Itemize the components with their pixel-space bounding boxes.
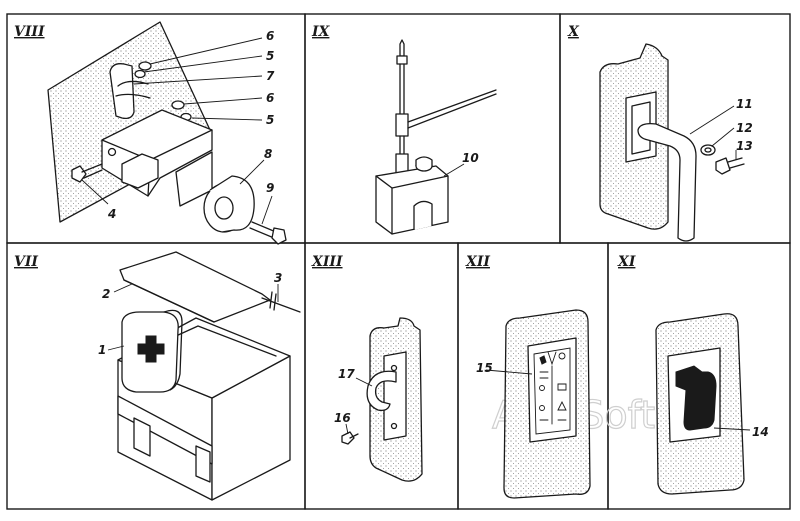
plate-symbol-v bbox=[547, 351, 557, 366]
callout-8: 8 bbox=[264, 147, 272, 161]
callout-6b: 6 bbox=[266, 91, 274, 105]
panel-xiii: XIII 17 16 bbox=[311, 254, 423, 482]
panel-viii: VIII 6 5 bbox=[14, 21, 287, 245]
callout-3: 3 bbox=[274, 271, 282, 285]
panel-vii: VII 2 3 1 bbox=[14, 251, 301, 501]
callout-16: 16 bbox=[334, 411, 351, 425]
callouts-viii: 6 5 7 6 5 8 9 4 bbox=[81, 29, 275, 225]
callout-11: 11 bbox=[736, 97, 753, 111]
panel-border-xi bbox=[607, 242, 791, 510]
callout-12: 12 bbox=[736, 121, 753, 135]
nut-top bbox=[138, 61, 152, 71]
bolt-shank-right bbox=[251, 221, 277, 233]
plate-symbol-drop bbox=[539, 385, 545, 391]
callout-1: 1 bbox=[98, 343, 106, 357]
strap-clip-right bbox=[195, 445, 211, 483]
washer-top bbox=[134, 69, 146, 79]
bolt-shank-left bbox=[81, 163, 103, 173]
handle-tube bbox=[637, 122, 697, 242]
panel-label-vii: VII bbox=[14, 254, 38, 270]
callout-17: 17 bbox=[338, 367, 355, 381]
panel-label-x: X bbox=[567, 24, 580, 40]
panel-x: X 11 12 13 bbox=[567, 24, 753, 242]
antenna-wire-b bbox=[407, 93, 497, 129]
antenna-wire-a bbox=[407, 89, 497, 123]
hook-screw-bottom bbox=[390, 422, 398, 430]
bolt-13-shank bbox=[727, 157, 745, 169]
panel-xi: XI 14 bbox=[617, 254, 769, 495]
callout-7: 7 bbox=[266, 69, 275, 83]
antenna-joint bbox=[395, 113, 409, 137]
callout-4: 4 bbox=[107, 207, 116, 221]
hook-screw-top bbox=[390, 364, 398, 372]
bracket-slot bbox=[121, 153, 159, 189]
callout-13: 13 bbox=[736, 139, 753, 153]
canister-notch bbox=[413, 200, 433, 230]
panel-border-x bbox=[559, 13, 791, 244]
callout-6a: 6 bbox=[266, 29, 274, 43]
strap-clamp bbox=[109, 63, 135, 120]
canister-body bbox=[375, 165, 449, 235]
box-strap bbox=[117, 395, 213, 465]
callout-15: 15 bbox=[476, 361, 493, 375]
bolt-head-right bbox=[271, 227, 287, 245]
panel-label-xii: XII bbox=[465, 254, 490, 270]
plate-symbol-1 bbox=[539, 355, 547, 365]
strap-clip-left bbox=[133, 417, 151, 457]
nut-mid bbox=[171, 100, 185, 110]
antenna-rod bbox=[399, 63, 405, 115]
screw-16-shank bbox=[349, 433, 359, 439]
bolt-head-left bbox=[71, 165, 87, 183]
antenna-tip bbox=[399, 39, 405, 57]
bracket-hole-left bbox=[107, 147, 117, 157]
callout-9: 9 bbox=[266, 181, 274, 195]
panel-label-viii: VIII bbox=[14, 24, 45, 40]
panel-ix: IX 10 bbox=[311, 24, 497, 235]
hinge-pin bbox=[261, 297, 301, 313]
callout-14: 14 bbox=[752, 425, 769, 439]
panel-label-xiii: XIII bbox=[311, 254, 343, 270]
callout-2: 2 bbox=[102, 287, 110, 301]
antenna-collar bbox=[396, 55, 408, 65]
callout-5b: 5 bbox=[266, 113, 274, 127]
extinguisher-icon bbox=[675, 365, 717, 431]
bolt-13-head bbox=[715, 157, 731, 175]
plate-symbol-triangle bbox=[557, 400, 567, 411]
screw-16-head bbox=[341, 431, 355, 445]
callout-10: 10 bbox=[462, 151, 479, 165]
panel-grid bbox=[6, 13, 791, 510]
roller-bore bbox=[214, 196, 234, 220]
panel-label-ix: IX bbox=[311, 24, 331, 40]
callout-5a: 5 bbox=[266, 49, 274, 63]
first-aid-cross bbox=[137, 335, 165, 363]
panel-label-xi: XI bbox=[617, 254, 636, 270]
panel-xii: XII 15 bbox=[465, 254, 591, 499]
